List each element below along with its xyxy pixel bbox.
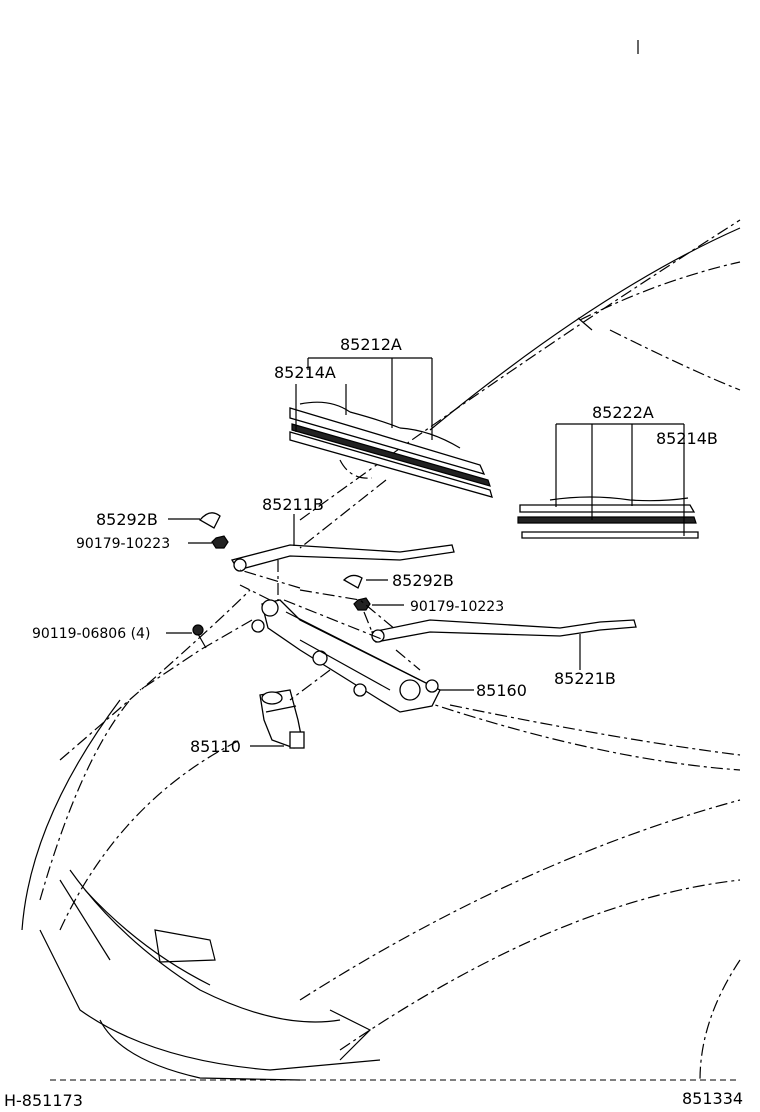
label-85222A: 85222A xyxy=(592,403,654,422)
label-85214A: 85214A xyxy=(274,363,336,382)
bolt xyxy=(192,624,207,649)
car-body-outline xyxy=(21,219,741,1081)
footer-left-code: H-851173 xyxy=(4,1091,83,1110)
wiper-motor xyxy=(259,689,305,749)
label-85160: 85160 xyxy=(476,681,527,700)
label-85211B: 85211B xyxy=(262,495,324,514)
footer-right-code: 851334 xyxy=(682,1089,743,1108)
rear-wiper-blade xyxy=(517,496,699,539)
leader-lines xyxy=(166,357,685,747)
wiper-linkage xyxy=(251,599,441,713)
installation-lines xyxy=(139,459,421,701)
label-85212A: 85212A xyxy=(340,335,402,354)
part-labels: 85212A 85214A 85222A 85214B 85292B 85211… xyxy=(32,335,718,756)
right-wiper-arm xyxy=(371,619,637,643)
front-wiper-blade xyxy=(289,401,493,498)
left-wiper-arm xyxy=(230,544,455,572)
label-90179-10223-right: 90179-10223 xyxy=(410,599,504,615)
left-nut xyxy=(211,535,229,549)
label-90119-06806: 90119-06806 (4) xyxy=(32,626,150,642)
left-cap xyxy=(199,512,221,529)
label-85214B: 85214B xyxy=(656,429,718,448)
label-85110: 85110 xyxy=(190,737,241,756)
right-nut xyxy=(353,597,371,611)
label-85292B-right: 85292B xyxy=(392,571,454,590)
right-cap xyxy=(342,574,363,589)
label-85221B: 85221B xyxy=(554,669,616,688)
label-90179-10223-left: 90179-10223 xyxy=(76,536,170,552)
label-85292B-left: 85292B xyxy=(96,510,158,529)
